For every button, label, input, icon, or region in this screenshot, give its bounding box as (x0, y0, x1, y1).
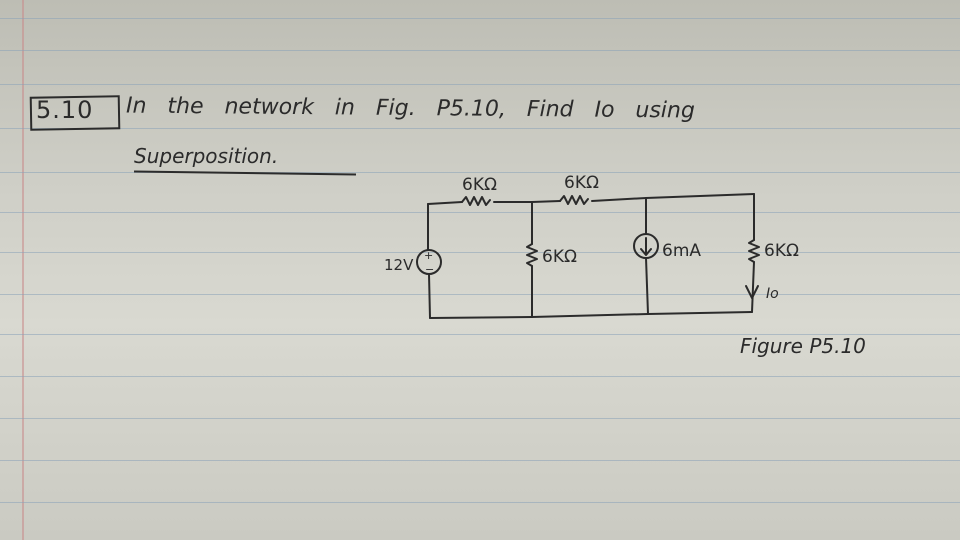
ruled-line (0, 418, 960, 419)
bottom-wire (429, 311, 753, 319)
label-current-source: 6mA (662, 241, 701, 261)
label-top-right-resistor: 6KΩ (564, 173, 599, 193)
ruled-line (0, 212, 960, 213)
label-right-resistor: 6KΩ (764, 241, 799, 261)
ruled-line (0, 128, 960, 129)
minus-sign: − (425, 263, 434, 276)
ruled-line (0, 460, 960, 461)
io-arrow (745, 285, 759, 299)
label-output-current: Io (766, 286, 779, 302)
margin-line (22, 0, 24, 540)
right-wire (751, 261, 755, 313)
top-wire (493, 200, 561, 203)
current-source-wire (645, 257, 649, 315)
resistor-right (748, 239, 760, 263)
current-arrow (640, 237, 652, 256)
resistor-middle (526, 243, 538, 267)
ruled-line (0, 84, 960, 85)
ruled-line (0, 334, 960, 335)
ruled-line (0, 50, 960, 51)
ruled-line (0, 502, 960, 503)
figure-caption: Figure P5.10 (740, 334, 866, 358)
resistor-top-left (461, 196, 491, 206)
plus-sign: + (424, 249, 433, 262)
problem-statement-line2: Superposition. (134, 144, 279, 168)
ruled-line (0, 376, 960, 377)
ruled-line (0, 18, 960, 19)
ruled-line (0, 294, 960, 295)
ruled-line (0, 252, 960, 253)
left-wire (428, 273, 431, 319)
problem-number: 5.10 (36, 96, 94, 124)
top-wire (427, 201, 463, 205)
ruled-line (0, 172, 960, 173)
top-wire (591, 193, 755, 202)
resistor-top-right (559, 195, 589, 205)
label-middle-resistor: 6KΩ (542, 247, 577, 267)
label-top-left-resistor: 6KΩ (462, 175, 497, 195)
label-voltage-source: 12V (384, 256, 414, 274)
